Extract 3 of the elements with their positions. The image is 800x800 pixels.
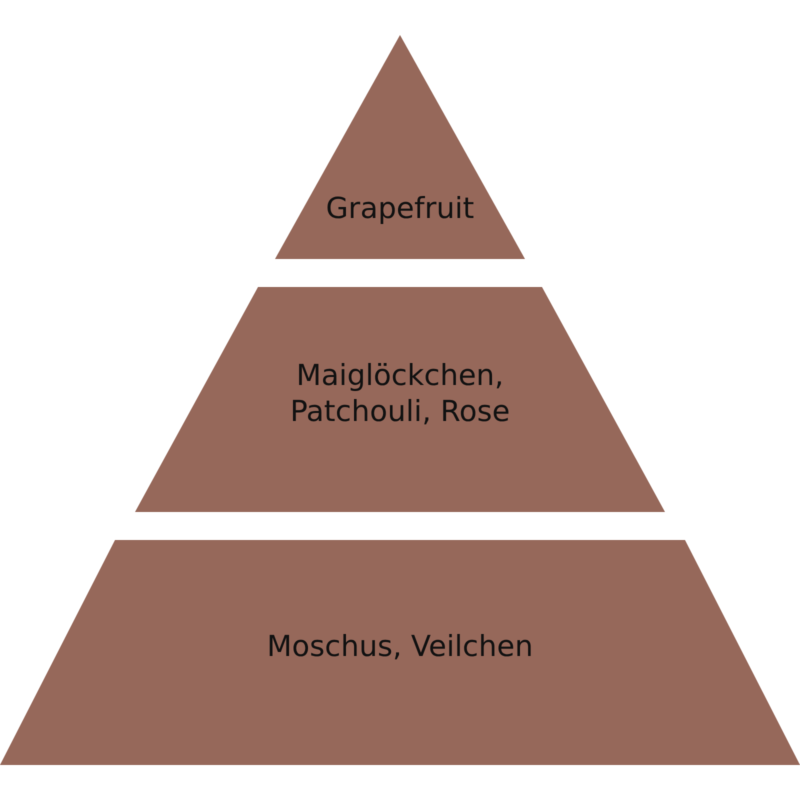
tier-label: Moschus, Veilchen (266, 628, 534, 664)
tier-label: Grapefruit (324, 190, 476, 226)
tier-label: Maiglöckchen, Patchouli, Rose (289, 357, 511, 430)
